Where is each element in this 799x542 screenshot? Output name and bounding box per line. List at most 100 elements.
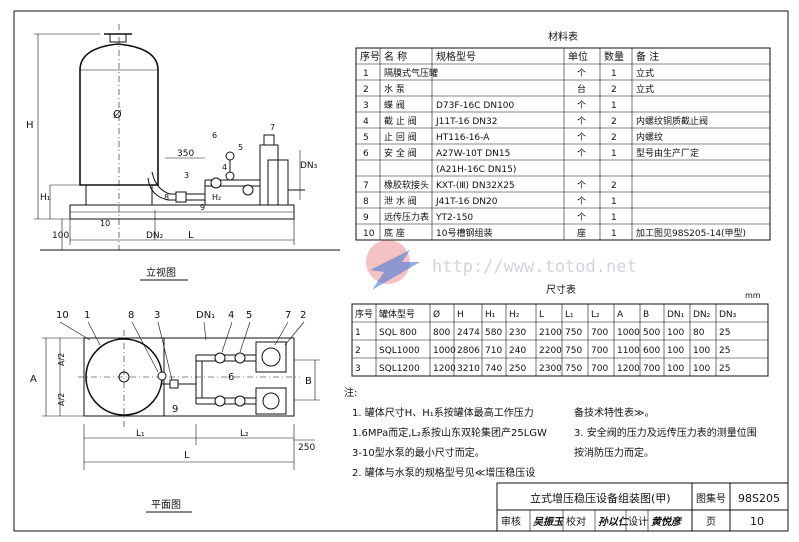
materials-cell: 座 — [577, 227, 586, 239]
plan-callout: 7 — [285, 310, 291, 321]
plan-pump-1 — [255, 341, 287, 373]
review-signature: 吴振玉 — [533, 516, 565, 528]
size-cell: 1200 — [433, 364, 456, 374]
dim-DN2: DN₂ — [146, 231, 164, 241]
plan-callout: 10 — [56, 310, 69, 321]
materials-cell: 9 — [363, 213, 369, 223]
check-label: 校对 — [566, 515, 586, 528]
materials-header-1: 名 称 — [384, 50, 407, 63]
sheet-frame — [13, 10, 789, 532]
size-cell: 25 — [719, 328, 730, 338]
materials-cell: 内螺纹铜质截止阀 — [636, 115, 708, 127]
elevation-callout: 5 — [238, 143, 243, 152]
elevation-callout: 4 — [222, 163, 227, 172]
size-header-7: L₁ — [565, 310, 574, 320]
size-cell: 100 — [693, 364, 710, 374]
materials-cell: 4 — [363, 117, 369, 127]
page-number: 10 — [750, 515, 764, 528]
title-block: 立式增压稳压设备组装图(甲) 图集号 98S205 审核 吴振玉 校对 孙以仁 … — [496, 482, 789, 532]
plan-callout: 9 — [172, 404, 178, 415]
size-header-11: DN₁ — [667, 310, 685, 320]
materials-cell: 立式 — [636, 67, 654, 79]
size-cell: 1200 — [617, 364, 640, 374]
materials-cell: 2 — [611, 181, 617, 191]
size-cell: 250 — [509, 364, 526, 374]
notes-head: 注: — [344, 386, 357, 399]
materials-header-0: 序号 — [360, 50, 380, 63]
size-cell: 100 — [667, 328, 684, 338]
dim-100: 100 — [52, 231, 69, 241]
watermark-logo-icon — [370, 250, 420, 290]
size-cell: 740 — [485, 364, 502, 374]
materials-cell: 内螺纹 — [636, 131, 663, 143]
plan-view: A A/2 A/2 B L₁ L₂ L 250 平面图 — [30, 330, 320, 513]
materials-cell: 个 — [577, 148, 586, 159]
materials-cell: 个 — [577, 100, 586, 111]
size-cell: 1000 — [433, 346, 456, 356]
elevation-title: 立视图 — [146, 266, 176, 279]
materials-cell: 个 — [577, 132, 586, 143]
materials-cell: 蝶 阀 — [384, 99, 405, 111]
materials-cell: 8 — [363, 197, 369, 207]
pump — [259, 144, 279, 206]
note-line: 3-10型水泵的最小尺寸而定。 — [352, 446, 485, 459]
size-cell: 3210 — [457, 364, 480, 374]
materials-cell: 10 — [363, 229, 375, 239]
size-header-0: 序号 — [355, 308, 373, 320]
plan-title: 平面图 — [151, 499, 181, 511]
plan-callout: 1 — [84, 310, 90, 321]
dim-A2-top: A/2 — [57, 353, 66, 366]
design-signature: 黄悦彦 — [651, 516, 683, 528]
size-cell: 750 — [565, 364, 582, 374]
size-cell: 2100 — [539, 328, 562, 338]
size-cell: 2 — [355, 346, 361, 356]
atlas-label: 图集号 — [696, 492, 726, 505]
design-label: 设计 — [628, 515, 648, 528]
size-header-5: H₂ — [509, 310, 520, 320]
plan-callout: 8 — [128, 310, 134, 321]
materials-cell: 个 — [577, 180, 586, 191]
size-cell: 2300 — [539, 364, 562, 374]
plan-callout: 5 — [246, 310, 252, 321]
dim-H: H — [26, 120, 34, 131]
watermark: http://www.totod.net — [366, 240, 637, 290]
materials-cell: 3 — [363, 101, 369, 111]
elevation-callout: 9 — [200, 203, 205, 212]
materials-cell: 2 — [363, 85, 369, 95]
materials-cell: 加工图见98S205-14(甲型) — [636, 228, 746, 239]
materials-cell: 泄 水 阀 — [384, 195, 417, 207]
plan-tank — [85, 338, 163, 416]
materials-header-5: 备 注 — [636, 50, 659, 63]
dim-L2: L₂ — [240, 429, 249, 439]
size-header-3: H — [457, 310, 464, 320]
materials-header-3: 单位 — [568, 50, 588, 63]
materials-cell: 2 — [611, 85, 617, 95]
outlet-pipe — [147, 177, 205, 201]
size-header-8: L₂ — [591, 310, 600, 320]
size-cell: 750 — [565, 328, 582, 338]
size-cell: 700 — [643, 364, 660, 374]
elevation-callout: 7 — [270, 123, 275, 132]
materials-cell: 个 — [577, 116, 586, 127]
materials-cell: 2 — [611, 117, 617, 127]
elevation-callout: 10 — [100, 219, 110, 228]
plan-callout: 3 — [154, 310, 160, 321]
size-cell: 1 — [355, 328, 361, 338]
size-cell: 700 — [591, 346, 608, 356]
dim-L-plan: L — [184, 450, 190, 461]
size-cell: 240 — [509, 346, 526, 356]
dim-A: A — [30, 374, 37, 385]
size-cell: 700 — [591, 328, 608, 338]
materials-cell: 1 — [611, 229, 617, 239]
materials-cell: 个 — [577, 196, 586, 207]
plan-callout: DN₁ — [196, 310, 215, 321]
size-cell: 2806 — [457, 346, 480, 356]
size-header-1: 罐体型号 — [379, 308, 415, 320]
size-cell: 600 — [643, 346, 660, 356]
materials-cell: 1 — [611, 69, 617, 79]
size-cell: 2200 — [539, 346, 562, 356]
review-label: 审核 — [501, 515, 521, 528]
